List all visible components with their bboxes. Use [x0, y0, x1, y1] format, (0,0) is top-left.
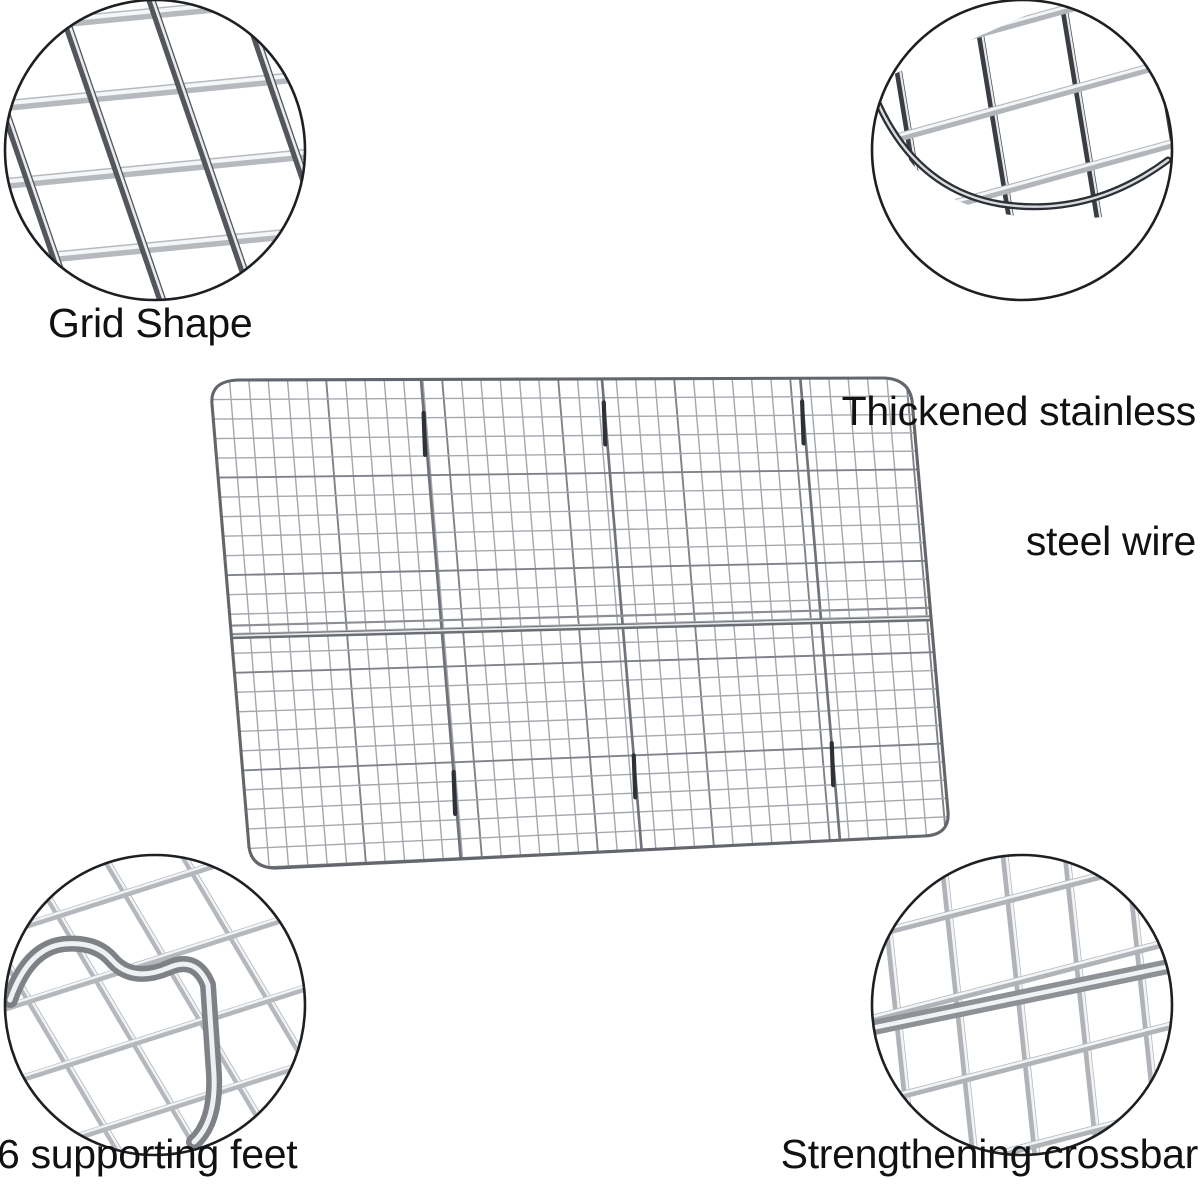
label-grid-shape: Grid Shape [48, 300, 253, 346]
callout-thickened-wire-content [872, 0, 1172, 300]
callout-grid-shape-ring [3, 0, 307, 302]
label-thickened-steel-wire-line2: steel wire [1025, 518, 1196, 565]
label-thickened-steel-wire: Thickened stainless steel wire [841, 303, 1197, 651]
callout-strengthening-crossbar-ring [870, 853, 1174, 1157]
label-strengthening-crossbar: Strengthening crossbar [780, 1131, 1199, 1177]
label-thickened-steel-wire-line1: Thickened stainless [841, 387, 1197, 434]
callout-thickened-wire-ring [870, 0, 1174, 302]
rack-border-wire [210, 376, 950, 870]
crossbar-wire [872, 954, 1172, 1038]
callout-supporting-feet-ring [3, 853, 307, 1157]
label-supporting-feet: 6 supporting feet [0, 1131, 298, 1177]
